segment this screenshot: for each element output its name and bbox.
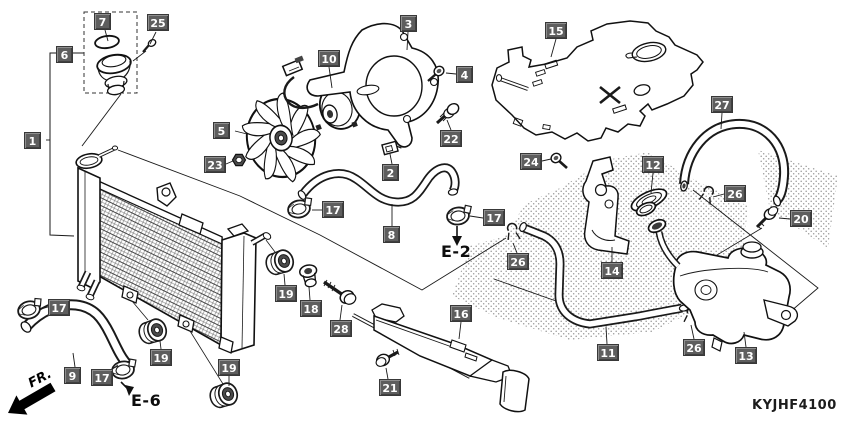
mount-rubber-19b — [135, 315, 170, 347]
bolt-24 — [550, 152, 568, 169]
callout-19[interactable]: 19 — [218, 359, 240, 376]
hose-clamp-17a — [285, 195, 316, 221]
callout-8[interactable]: 8 — [383, 226, 400, 243]
flange-bolt-28 — [323, 279, 357, 305]
callout-22[interactable]: 22 — [440, 130, 462, 147]
front-direction-arrow — [8, 382, 56, 415]
callout-2[interactable]: 2 — [382, 164, 399, 181]
x-mark — [599, 85, 621, 105]
callout-12[interactable]: 12 — [642, 156, 664, 173]
heat-guard-plate — [491, 20, 704, 142]
callout-26[interactable]: 26 — [683, 339, 705, 356]
engine-ref-e6: E-6 — [131, 391, 162, 410]
callout-5[interactable]: 5 — [213, 122, 230, 139]
fan-shroud — [306, 22, 439, 148]
reserve-tank-hose — [519, 222, 690, 329]
callout-1[interactable]: 1 — [24, 132, 41, 149]
callout-26[interactable]: 26 — [507, 253, 529, 270]
callout-27[interactable]: 27 — [711, 96, 733, 113]
leader-lines — [40, 29, 791, 386]
mount-rubber-19c — [206, 379, 241, 411]
callout-15[interactable]: 15 — [545, 22, 567, 39]
bolt-21 — [375, 348, 400, 367]
callout-26[interactable]: 26 — [724, 185, 746, 202]
diagram-code: KYJHF4100 — [752, 398, 837, 413]
tank-bracket — [582, 156, 630, 255]
radiator-cap-assembly — [81, 11, 157, 147]
callout-18[interactable]: 18 — [300, 300, 322, 317]
bolt-20 — [755, 206, 779, 230]
bolt-4 — [427, 65, 445, 82]
callout-14[interactable]: 14 — [601, 262, 623, 279]
callout-24[interactable]: 24 — [520, 153, 542, 170]
radiator — [49, 52, 276, 385]
nut-23 — [231, 153, 247, 167]
mount-rubber-19a — [262, 246, 297, 278]
callout-10[interactable]: 10 — [318, 50, 340, 67]
ref-arrow-e2 — [452, 226, 462, 246]
callout-4[interactable]: 4 — [456, 66, 473, 83]
hose-clamp-17d — [109, 357, 140, 382]
bolt-22 — [435, 102, 460, 125]
engine-ref-e2: E-2 — [441, 242, 472, 261]
overflow-pipe — [679, 118, 790, 207]
ref-arrow-e6 — [120, 381, 134, 396]
motor-connector — [281, 59, 304, 77]
collar-18 — [299, 264, 318, 288]
callout-17[interactable]: 17 — [483, 209, 505, 226]
callout-19[interactable]: 19 — [275, 285, 297, 302]
callout-20[interactable]: 20 — [790, 210, 812, 227]
upper-water-hose — [297, 163, 460, 207]
callout-21[interactable]: 21 — [379, 379, 401, 396]
callout-16[interactable]: 16 — [450, 305, 472, 322]
callout-19[interactable]: 19 — [150, 349, 172, 366]
o-ring — [94, 34, 120, 50]
callout-28[interactable]: 28 — [330, 320, 352, 337]
tank-cap — [742, 241, 762, 253]
callout-17[interactable]: 17 — [322, 201, 344, 218]
reserve-tank — [635, 201, 799, 352]
callout-13[interactable]: 13 — [735, 347, 757, 364]
callout-11[interactable]: 11 — [597, 344, 619, 361]
callout-9[interactable]: 9 — [64, 367, 81, 384]
callout-17[interactable]: 17 — [48, 299, 70, 316]
callout-17[interactable]: 17 — [91, 369, 113, 386]
callout-6[interactable]: 6 — [56, 46, 73, 63]
air-guide-plate — [352, 303, 530, 413]
cooling-fan — [241, 92, 321, 183]
callout-25[interactable]: 25 — [147, 14, 169, 31]
callout-7[interactable]: 7 — [94, 13, 111, 30]
screw-25 — [132, 38, 157, 62]
callout-3[interactable]: 3 — [400, 15, 417, 32]
clip-2 — [381, 140, 402, 156]
hose-clamp-17b — [444, 203, 475, 227]
callout-23[interactable]: 23 — [204, 156, 226, 173]
